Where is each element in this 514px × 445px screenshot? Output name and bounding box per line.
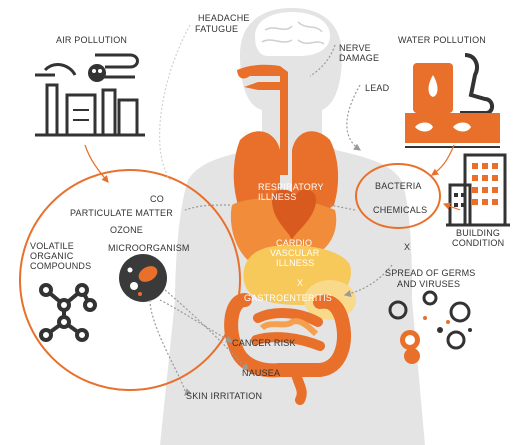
water-pollution-icon xyxy=(405,53,500,148)
germs-label-2: AND VIRUSES xyxy=(397,279,461,289)
x-marker-center: X xyxy=(297,278,304,288)
lead-label: LEAD xyxy=(365,83,390,93)
germs-icon xyxy=(388,290,472,364)
heart-icon xyxy=(272,189,317,240)
skin-irritation-label: SKIN IRRITATION xyxy=(186,391,263,401)
fatigue-label: FATUGUE xyxy=(195,24,239,34)
germs-label-1: SPREAD OF GERMS xyxy=(385,268,476,278)
nausea-label: NAUSEA xyxy=(242,368,281,378)
factory-icon xyxy=(35,53,145,137)
particulate-matter-label: PARTICULATE MATTER xyxy=(70,208,173,218)
cardio-label-2: VASCULAR xyxy=(270,248,320,258)
respiratory-label-2: ILLNESS xyxy=(258,192,297,202)
co-label: CO xyxy=(150,194,164,204)
building-condition-label-2: CONDITION xyxy=(452,238,505,248)
molecule-icon xyxy=(39,283,97,342)
air-pollutants-circle xyxy=(19,169,241,391)
intestines-icon xyxy=(224,293,351,405)
brain-icon xyxy=(255,12,330,56)
water-pollution-label: WATER POLLUTION xyxy=(398,35,487,45)
cardio-label-3: ILLNESS xyxy=(276,258,315,268)
building-condition-label-1: BUILDING xyxy=(456,228,501,238)
bacteria-label: BACTERIA xyxy=(375,181,422,191)
cancer-risk-label: CANCER RISK xyxy=(232,338,296,348)
respiratory-label-1: RESPIRATORY xyxy=(258,182,324,192)
microorganism-icon xyxy=(119,254,167,302)
microorganism-label: MICROORGANISM xyxy=(108,243,190,253)
headache-label: HEADACHE xyxy=(198,13,250,23)
voc-label-1: VOLATILE xyxy=(30,241,74,251)
nerve-damage-label-2: DAMAGE xyxy=(339,53,380,63)
gastroenteritis-label: GASTROENTERITIS xyxy=(244,293,333,303)
water-pollutants-oval xyxy=(355,163,441,229)
ozone-label: OZONE xyxy=(110,225,144,235)
nerve-damage-label-1: NERVE xyxy=(339,43,371,53)
voc-label-3: COMPOUNDS xyxy=(30,261,92,271)
cardio-label-1: CARDIO xyxy=(276,238,313,248)
chemicals-label: CHEMICALS xyxy=(373,205,428,215)
x-marker-right: X xyxy=(404,242,411,252)
voc-label-2: ORGANIC xyxy=(30,251,74,261)
trachea-icon xyxy=(237,64,288,175)
connector-arrows xyxy=(84,24,461,396)
building-icon xyxy=(446,153,510,227)
air-pollution-label: AIR POLLUTION xyxy=(56,35,128,45)
